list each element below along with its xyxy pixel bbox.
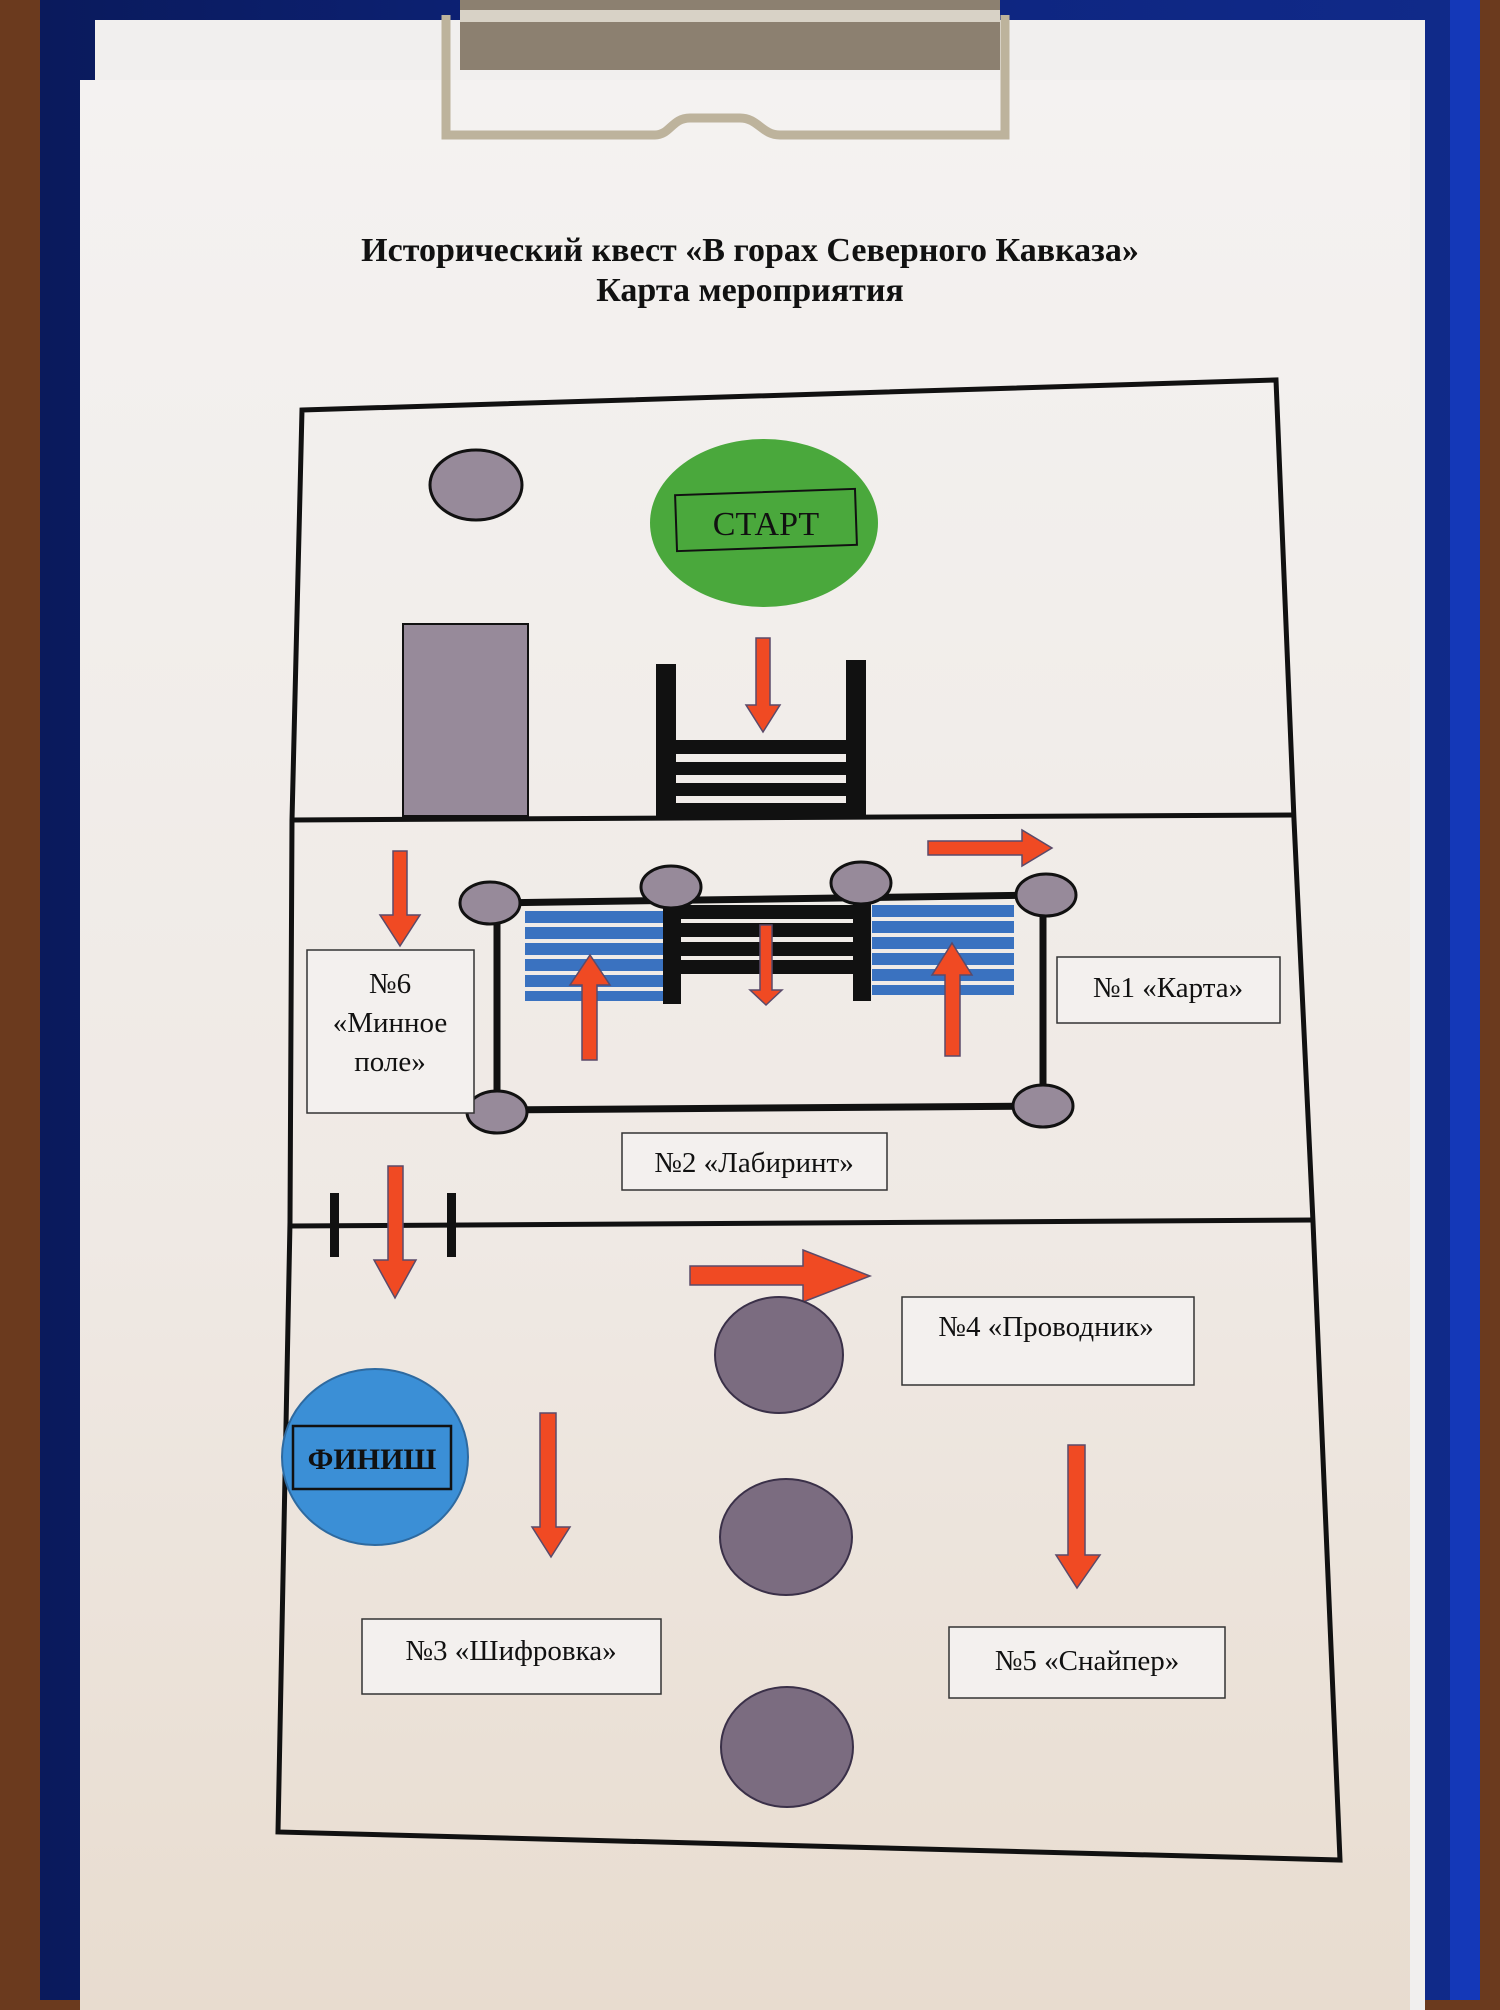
arrow-down-icon: [378, 850, 422, 948]
station-2-box[interactable]: [621, 1132, 888, 1191]
section-divider-top: [291, 812, 1295, 823]
finish-label: ФИНИШ: [308, 1443, 437, 1476]
map-frame: [275, 377, 1343, 1863]
station-3-box[interactable]: [361, 1618, 662, 1695]
station-3-label: №3 «Шифровка»: [405, 1635, 616, 1667]
clip-plate-highlight: [460, 10, 1000, 22]
station-1-label: №1 «Карта»: [1093, 972, 1243, 1004]
obstacle-circle: [428, 448, 524, 522]
post-circle: [1014, 872, 1078, 918]
post-circle: [829, 860, 893, 906]
arrow-up-icon: [568, 953, 612, 1061]
start-label: СТАРТ: [713, 506, 820, 543]
arrow-down-icon: [372, 1165, 418, 1300]
finish-label-box: [291, 1424, 453, 1491]
clip-wire: [441, 15, 1010, 140]
door-obstacle: [402, 623, 529, 817]
arrow-up-icon: [930, 941, 974, 1057]
clipboard-edge: [1450, 0, 1480, 2000]
start-circle[interactable]: [650, 439, 878, 607]
arrow-down-icon: [744, 637, 782, 734]
section-divider-bottom: [289, 1217, 1314, 1229]
station-6-box[interactable]: [306, 949, 475, 1114]
station-2-label: №2 «Лабиринт»: [654, 1147, 853, 1179]
station-5-box[interactable]: [948, 1626, 1226, 1699]
document-subtitle: Карта мероприятия: [596, 272, 904, 309]
station-5-label: №5 «Снайпер»: [995, 1645, 1180, 1677]
post-circle: [458, 880, 522, 926]
station-6-name-line2: поле»: [354, 1046, 425, 1078]
station-6-name-line1: «Минное: [333, 1007, 448, 1039]
ladder-obstacle: [656, 660, 866, 816]
obstacle-circle: [720, 1686, 854, 1808]
clipboard-clip: [441, 0, 1010, 140]
arrow-down-icon: [1054, 1444, 1102, 1590]
obstacle-circle: [714, 1296, 844, 1414]
gate-post: [330, 1193, 339, 1257]
labyrinth-wall: [496, 1102, 1044, 1114]
gate-post: [447, 1193, 456, 1257]
post-circle: [1011, 1083, 1075, 1129]
water-hazard-right: [872, 905, 1014, 995]
obstacle-circle: [719, 1478, 853, 1596]
post-circle: [465, 1089, 529, 1135]
post-circle: [639, 864, 703, 910]
finish-circle[interactable]: [281, 1368, 469, 1546]
station-6-number: №6: [369, 968, 411, 1000]
arrow-down-icon: [748, 924, 784, 1007]
arrow-right-icon: [927, 828, 1054, 868]
station-4-box[interactable]: [901, 1296, 1195, 1386]
labyrinth-wall: [491, 891, 1044, 907]
arrow-right-icon: [689, 1248, 873, 1304]
start-label-box: [674, 487, 858, 553]
station-1-box[interactable]: [1056, 956, 1281, 1024]
arrow-down-icon: [530, 1412, 572, 1559]
station-4-label: №4 «Проводник»: [938, 1311, 1153, 1343]
document-title: Исторический квест «В горах Северного Ка…: [361, 232, 1139, 269]
